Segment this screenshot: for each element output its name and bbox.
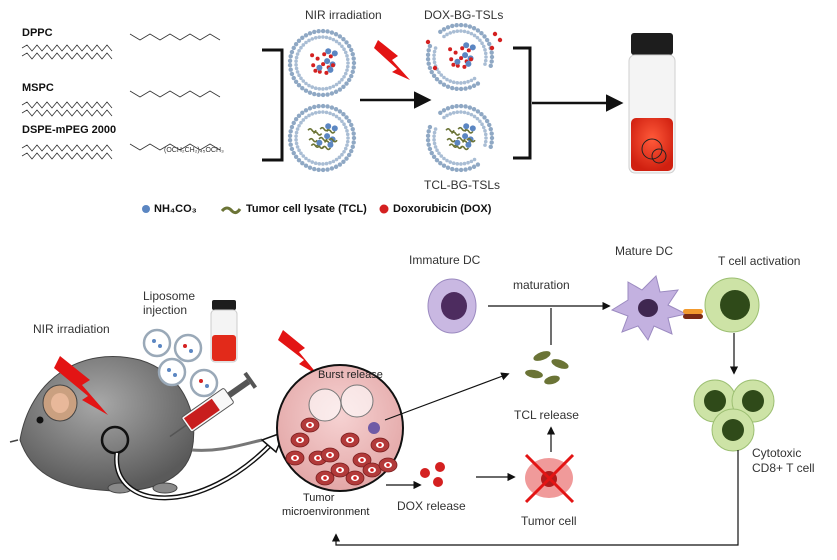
legend-tcl-label: Tumor cell lysate (TCL) <box>246 203 367 215</box>
liposome-label-line1: Liposome <box>143 289 196 303</box>
cytotoxic-t-cells <box>693 379 775 452</box>
liposome-tcl-blank <box>287 103 357 173</box>
cytotoxic-label-line1: Cytotoxic <box>752 446 802 460</box>
nir-top-label: NIR irradiation <box>305 8 382 22</box>
dox-bg-tsl-burst <box>425 22 503 92</box>
tumor-microenvironment-circle <box>276 364 404 492</box>
liposome-label-line2: injection <box>143 303 188 317</box>
dox-tsl-label: DOX-BG-TSLs <box>424 8 504 22</box>
tsl-bracket <box>513 46 532 160</box>
nh4co3-legend-icon <box>142 205 150 213</box>
nir-lightning-tumor-icon <box>278 330 318 375</box>
immature-dc-cell <box>427 278 477 334</box>
burst-release-label: Burst release <box>318 369 383 381</box>
arrow-to-tcl-particles <box>384 372 510 421</box>
t-cell <box>704 277 760 333</box>
tumor-label-line1: Tumor <box>303 492 335 504</box>
t-cell-activation-label: T cell activation <box>718 254 801 268</box>
cytotoxic-label-line2: CD8+ T cell <box>752 461 815 475</box>
mouse-illustration <box>9 356 263 494</box>
feedback-arrow <box>331 450 739 546</box>
mature-dc-label: Mature DC <box>615 244 674 258</box>
nir-mouse-label: NIR irradiation <box>33 322 110 336</box>
lipid-dspe-label: DSPE-mPEG 2000 <box>22 124 117 136</box>
vial-small <box>210 300 238 363</box>
nir-lightning-mouse-icon <box>54 356 108 415</box>
tcl-tsl-label: TCL-BG-TSLs <box>424 178 501 192</box>
injection-liposomes <box>142 328 219 398</box>
dox-release-label: DOX release <box>397 499 466 513</box>
syringe-illustration <box>169 371 258 438</box>
nir-lightning-icon <box>374 40 410 80</box>
tcl-particles <box>525 351 569 385</box>
tumor-cell-label: Tumor cell <box>521 514 577 528</box>
mature-dc-cell <box>610 275 688 342</box>
tcl-legend-icon <box>220 206 242 215</box>
tumor-cell-killed <box>524 453 575 504</box>
lipid-bracket <box>262 48 284 162</box>
vial-product <box>628 33 676 174</box>
immature-dc-label: Immature DC <box>409 253 481 267</box>
legend-nh4co3-label: NH₄CO₃ <box>154 203 197 215</box>
maturation-label: maturation <box>513 278 570 292</box>
dspe-peg-tail: (OCH₂CH₂)₄₅OCH₃ <box>164 147 224 154</box>
tcl-release-label: TCL release <box>514 408 579 422</box>
liposome-dox-blank <box>287 28 357 98</box>
tumor-label-line2: microenvironment <box>282 506 370 518</box>
legend-dox-label: Doxorubicin (DOX) <box>393 203 492 215</box>
tcl-bg-tsl-burst <box>425 103 495 173</box>
lipid-mspc-label: MSPC <box>22 82 54 94</box>
lipid-structures <box>21 33 221 160</box>
lipid-dppc-label: DPPC <box>22 27 53 39</box>
dox-legend-icon <box>379 204 389 214</box>
